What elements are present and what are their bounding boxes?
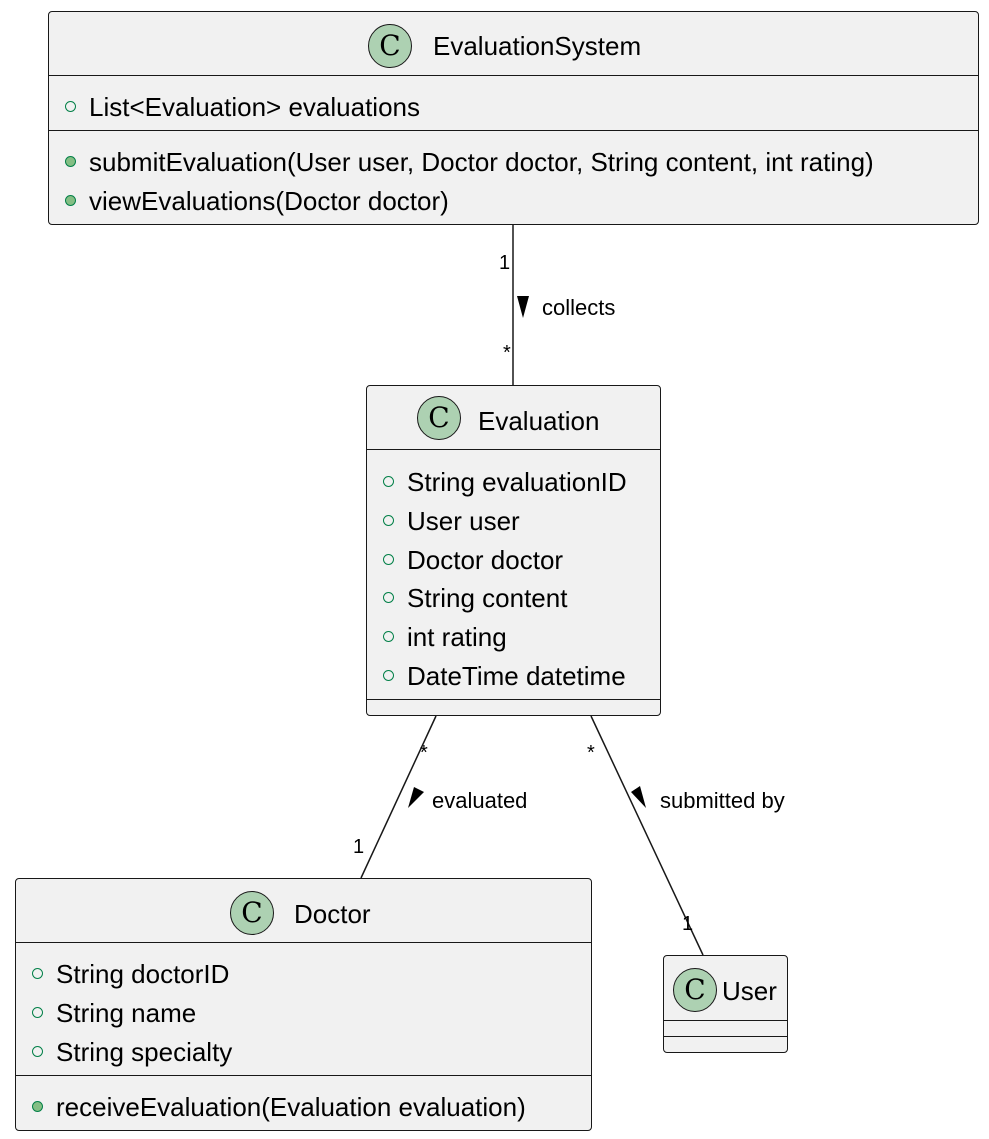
class-icon: C xyxy=(673,968,717,1012)
submitted-by-target-multiplicity: 1 xyxy=(682,913,694,935)
collects-label: collects xyxy=(542,295,616,320)
public-field-icon xyxy=(383,515,394,526)
field: String doctorID xyxy=(56,959,230,989)
class-icon: C xyxy=(230,891,274,935)
divider xyxy=(16,942,591,943)
public-field-icon xyxy=(383,631,394,642)
public-field-icon xyxy=(383,592,394,603)
collects-arrowhead xyxy=(517,296,529,318)
evaluated-target-multiplicity: 1 xyxy=(353,836,365,858)
public-field-icon xyxy=(383,670,394,681)
divider xyxy=(367,699,660,700)
class-icon: C xyxy=(417,396,461,440)
class-doctor[interactable]: C Doctor String doctorID String name Str… xyxy=(15,878,592,1131)
divider xyxy=(664,1036,787,1037)
class-name: Evaluation xyxy=(478,406,600,436)
field: String name xyxy=(56,998,197,1028)
submitted-by-line xyxy=(590,715,704,956)
class-name: EvaluationSystem xyxy=(433,31,642,61)
evaluated-arrowhead xyxy=(408,787,424,808)
class-evaluation-system[interactable]: C EvaluationSystem List<Evaluation> eval… xyxy=(48,11,979,225)
method: viewEvaluations(Doctor doctor) xyxy=(89,186,449,216)
evaluated-line xyxy=(360,715,437,879)
submitted-by-arrowhead xyxy=(631,786,646,808)
class-name: User xyxy=(722,976,777,1006)
method: receiveEvaluation(Evaluation evaluation) xyxy=(56,1092,526,1122)
divider xyxy=(49,130,978,131)
class-name: Doctor xyxy=(294,899,371,929)
class-icon: C xyxy=(368,24,412,68)
evaluated-label: evaluated xyxy=(432,788,528,813)
public-field-icon xyxy=(383,476,394,487)
field: Doctor doctor xyxy=(407,545,564,575)
public-method-icon xyxy=(65,156,76,167)
field: DateTime datetime xyxy=(407,661,626,691)
public-field-icon xyxy=(383,554,394,565)
submitted-by-source-multiplicity: * xyxy=(587,742,595,764)
public-field-icon xyxy=(32,1007,43,1018)
public-method-icon xyxy=(65,195,76,206)
field: String evaluationID xyxy=(407,467,627,497)
evaluated-source-multiplicity: * xyxy=(420,742,428,764)
divider xyxy=(49,75,978,76)
collects-source-multiplicity: 1 xyxy=(499,252,511,274)
field: String content xyxy=(407,583,568,613)
field: int rating xyxy=(407,622,507,652)
public-field-icon xyxy=(32,1046,43,1057)
field: String specialty xyxy=(56,1037,233,1067)
divider xyxy=(664,1020,787,1021)
submitted-by-label: submitted by xyxy=(660,788,785,813)
divider xyxy=(367,449,660,450)
divider xyxy=(16,1075,591,1076)
public-field-icon xyxy=(32,968,43,979)
method: submitEvaluation(User user, Doctor docto… xyxy=(89,147,874,177)
public-method-icon xyxy=(32,1101,43,1112)
collects-target-multiplicity: * xyxy=(503,342,511,364)
field: List<Evaluation> evaluations xyxy=(89,92,421,122)
public-field-icon xyxy=(65,101,76,112)
class-evaluation[interactable]: C Evaluation String evaluationID User us… xyxy=(366,385,661,716)
class-user[interactable]: C User xyxy=(663,955,788,1053)
field: User user xyxy=(407,506,520,536)
